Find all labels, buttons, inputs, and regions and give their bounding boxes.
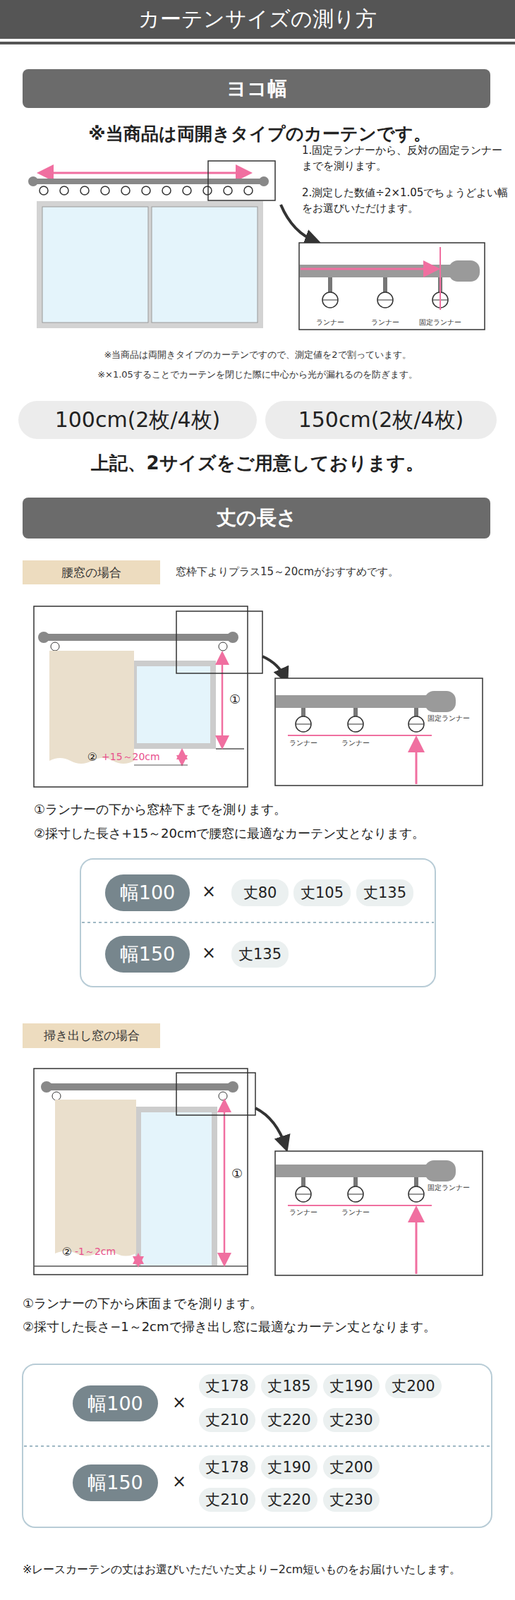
length-pill: 丈220 [261, 1487, 318, 1512]
note-text: ①ランナーの下から床面までを測ります。 [22, 1293, 510, 1313]
part-label: ランナー [334, 1207, 377, 1218]
width-pill: 幅100 [105, 874, 190, 911]
page-title: カーテンサイズの測り方 [0, 0, 515, 39]
callout-number: ① [227, 689, 243, 709]
part-label: 固定ランナー [427, 1182, 482, 1193]
callout-number: × [170, 1468, 188, 1494]
note-text: 上記、2サイズをご用意しております。 [45, 450, 470, 477]
length-pill: 丈220 [261, 1407, 318, 1432]
note-text: ②採寸した長さ+15～20cmで腰窓に最適なカーテン丈となります。 [33, 824, 514, 843]
width-pill: 幅150 [105, 935, 190, 973]
size-pill: 150cm(2枚/4枚) [265, 400, 497, 439]
node-text: 丈230 [329, 1409, 373, 1430]
category-tag: 腰窓の場合 [22, 560, 161, 585]
node-text: 丈210 [205, 1489, 249, 1510]
width-pill: 幅100 [72, 1384, 159, 1421]
part-label: ランナー [282, 1207, 325, 1218]
node-text: 掃き出し窓の場合 [43, 1027, 140, 1044]
callout-number: ② [59, 1243, 75, 1260]
section-band: ヨコ幅 [22, 69, 491, 108]
length-pill: 丈230 [323, 1487, 380, 1512]
node-text: 100cm(2枚/4枚) [55, 405, 221, 435]
callout-number: × [200, 940, 218, 966]
length-pill: 丈210 [198, 1487, 256, 1512]
part-label: ランナー [334, 737, 377, 749]
node-text: 丈105 [300, 882, 344, 903]
note-text: 窓枠下よりプラス15～20cmがおすすめです。 [175, 564, 501, 580]
note-text: +15～20cm [101, 749, 176, 764]
node-text: 丈200 [391, 1375, 435, 1396]
length-pill: 丈200 [323, 1454, 380, 1479]
callout-number: × [170, 1389, 188, 1415]
length-pill: 丈178 [198, 1454, 256, 1479]
node-text: 丈190 [267, 1456, 311, 1477]
length-pill: 丈190 [261, 1454, 318, 1479]
length-pill: 丈178 [198, 1373, 256, 1398]
node-text: 丈230 [329, 1489, 373, 1510]
note-text: ※レースカーテンの丈はお選びいただいた丈より−2cm短いものをお届けいたします。 [22, 1560, 510, 1577]
width-pill: 幅150 [72, 1463, 159, 1501]
length-pill: 丈135 [356, 879, 414, 906]
part-label: ランナー [282, 737, 325, 749]
length-pill: 丈105 [293, 879, 351, 906]
callout-number: ② [84, 748, 101, 765]
note-text: 1.固定ランナーから、反対の固定ランナーまでを測ります。 [301, 143, 507, 175]
part-label: ランナー [309, 317, 352, 329]
node-text: 丈190 [329, 1375, 373, 1396]
node-text: 丈220 [267, 1489, 311, 1510]
category-tag: 掃き出し窓の場合 [22, 1022, 161, 1048]
node-text: 幅100 [119, 879, 176, 906]
node-text: 幅150 [119, 941, 176, 967]
node-text: 丈220 [267, 1409, 311, 1430]
part-label: 固定ランナー [415, 317, 465, 329]
note-text: 2.測定した数値÷2×1.05でちょうどよい幅をお選びいただけます。 [301, 185, 511, 217]
length-pill: 丈135 [231, 940, 289, 968]
note-text: ②採寸した長さ−1～2cmで掃き出し窓に最適なカーテン丈となります。 [22, 1317, 510, 1336]
length-pill: 丈200 [385, 1373, 442, 1398]
callout-number: × [200, 879, 218, 904]
node-text: 丈210 [205, 1409, 249, 1430]
length-pill: 丈80 [231, 879, 289, 906]
note-text: ※×1.05することでカーテンを閉じた際に中心から光が漏れるのを防ぎます。 [21, 368, 494, 382]
node-text: 丈135 [238, 943, 282, 964]
node-text: ヨコ幅 [226, 75, 288, 103]
length-pill: 丈210 [198, 1407, 256, 1432]
node-text: 丈200 [329, 1456, 373, 1477]
node-text: 丈185 [267, 1375, 311, 1396]
part-label: 固定ランナー [427, 713, 482, 724]
node-text: 幅100 [87, 1390, 144, 1416]
node-text: 丈135 [363, 882, 407, 903]
node-text: 丈178 [205, 1456, 249, 1477]
length-pill: 丈190 [323, 1373, 380, 1398]
node-text: 丈178 [205, 1375, 249, 1396]
part-label: ランナー [364, 317, 407, 329]
length-pill: 丈185 [261, 1373, 318, 1398]
node-text: 丈80 [243, 882, 278, 903]
node-text: 腰窓の場合 [61, 564, 122, 581]
callout-number: ① [229, 1164, 245, 1183]
section-band: 丈の長さ [22, 497, 491, 539]
length-pill: 丈230 [323, 1407, 380, 1432]
note-text: ※当商品は両開きタイプのカーテンです。 [47, 121, 472, 147]
node-text: 丈の長さ [216, 504, 298, 532]
note-text: -1～2cm [74, 1243, 135, 1258]
node-text: 幅150 [87, 1469, 144, 1495]
note-text: ※当商品は両開きタイプのカーテンですので、測定値を2で割っています。 [21, 348, 494, 362]
note-text: ①ランナーの下から窓枠下までを測ります。 [33, 800, 514, 819]
node-text: 150cm(2枚/4枚) [298, 405, 465, 435]
size-pill: 100cm(2枚/4枚) [18, 400, 257, 439]
